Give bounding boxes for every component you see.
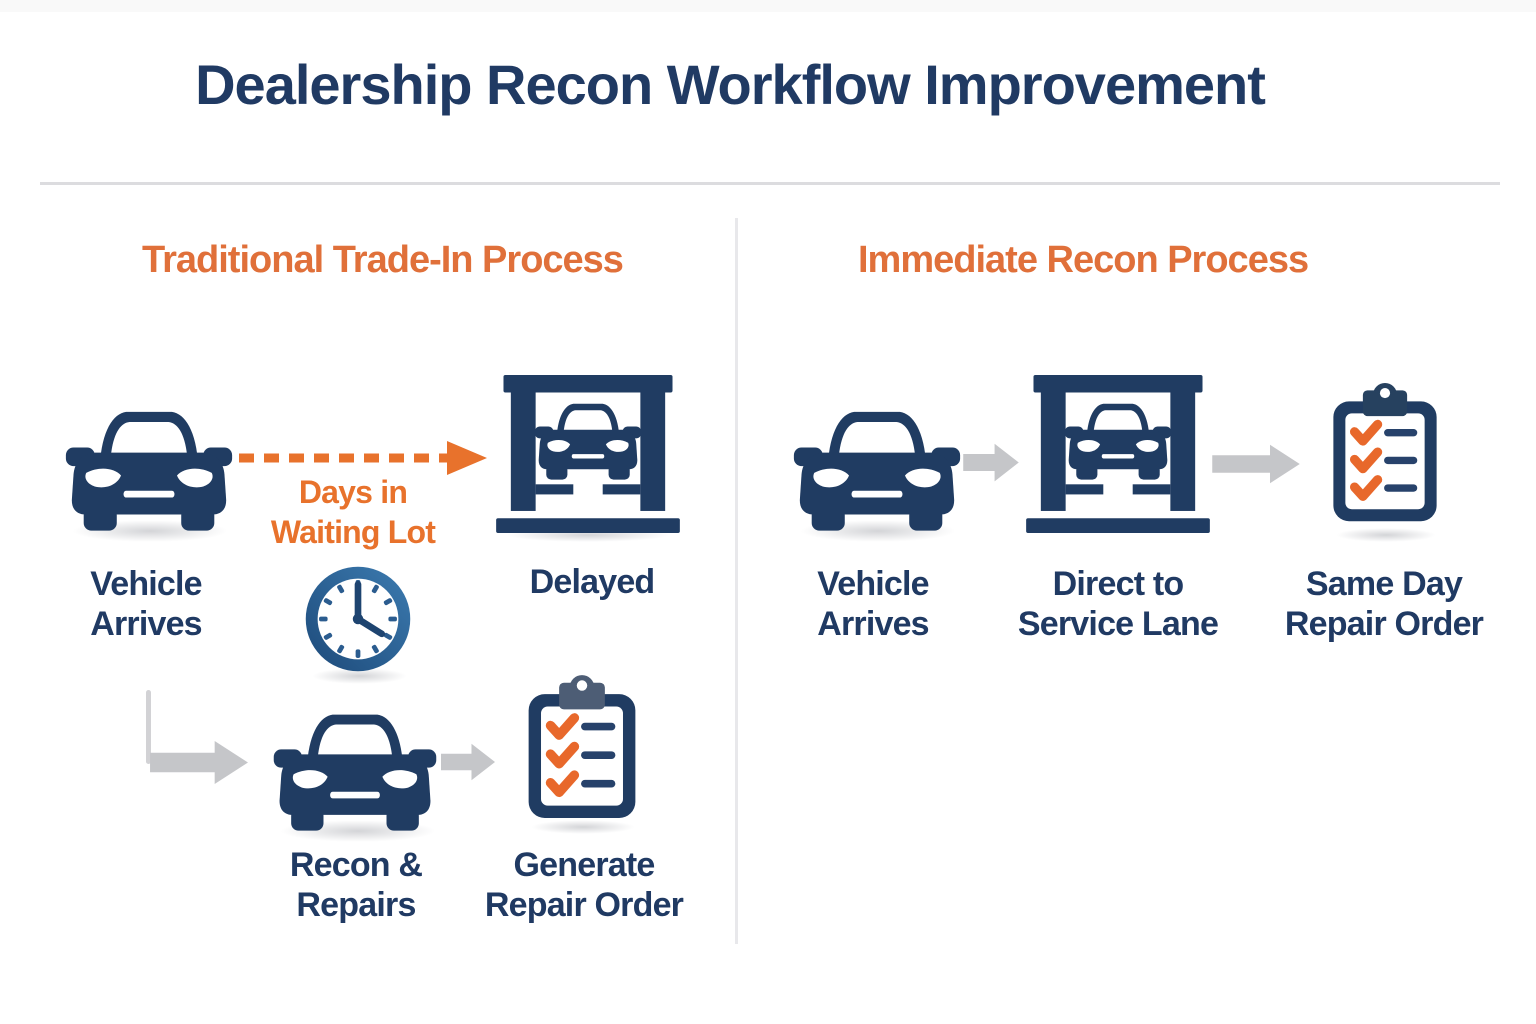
same-day-repair-order-label: Same Day Repair Order [1273, 564, 1495, 644]
right-panel-header: Immediate Recon Process [858, 239, 1309, 281]
label-line: Arrives [817, 605, 929, 643]
label-line: Recon & [289, 846, 423, 884]
days-in-waiting-lot-label: Days in Waiting Lot [243, 472, 463, 552]
recon-repairs-label: Recon & Repairs [256, 845, 456, 925]
dashed-right-arrow-icon [239, 441, 487, 475]
clock-icon [305, 566, 411, 672]
right-arrow-icon [1212, 444, 1300, 484]
label-line: Delayed [529, 563, 656, 601]
clock-shadow [312, 668, 407, 684]
repair-order-clipboard-icon [521, 671, 643, 824]
label-line: Generate [513, 846, 655, 884]
generate-repair-order-label: Generate Repair Order [478, 845, 690, 925]
label-line: Same Day [1305, 565, 1463, 603]
right-arrow-icon [441, 743, 495, 781]
clipboard-shadow [531, 820, 635, 834]
label-line: Vehicle [90, 565, 202, 603]
car-lift-icon [496, 375, 680, 533]
label-line: Waiting Lot [270, 514, 436, 550]
label-line: Repair Order [1284, 605, 1484, 643]
clipboard-shadow [1336, 528, 1436, 542]
label-line: Days in [298, 474, 408, 510]
right-arrow-icon [963, 443, 1019, 482]
label-line: Arrives [90, 605, 202, 643]
repair-order-clipboard-icon [1326, 379, 1444, 527]
right-arrow-icon [150, 740, 248, 785]
left-panel-header: Traditional Trade-In Process [142, 239, 624, 281]
elbow-down-right-arrow-icon [146, 690, 151, 764]
panel-divider [735, 218, 738, 944]
vehicle-arrives-label: Vehicle Arrives [46, 564, 246, 644]
car-front-icon [65, 411, 233, 531]
header-divider [40, 182, 1500, 185]
delayed-label: Delayed [492, 562, 692, 602]
page-title: Dealership Recon Workflow Improvement [195, 53, 1266, 116]
car-front-icon [273, 714, 437, 831]
label-line: Repair Order [484, 886, 684, 924]
vehicle-arrives-label: Vehicle Arrives [773, 564, 973, 644]
label-line: Service Lane [1017, 605, 1219, 643]
label-line: Direct to [1052, 565, 1185, 603]
top-edge-strip [0, 0, 1536, 12]
direct-to-service-lane-label: Direct to Service Lane [1007, 564, 1229, 644]
car-front-icon [793, 411, 961, 531]
label-line: Vehicle [817, 565, 929, 603]
label-line: Repairs [296, 886, 416, 924]
car-lift-icon [1026, 375, 1210, 533]
